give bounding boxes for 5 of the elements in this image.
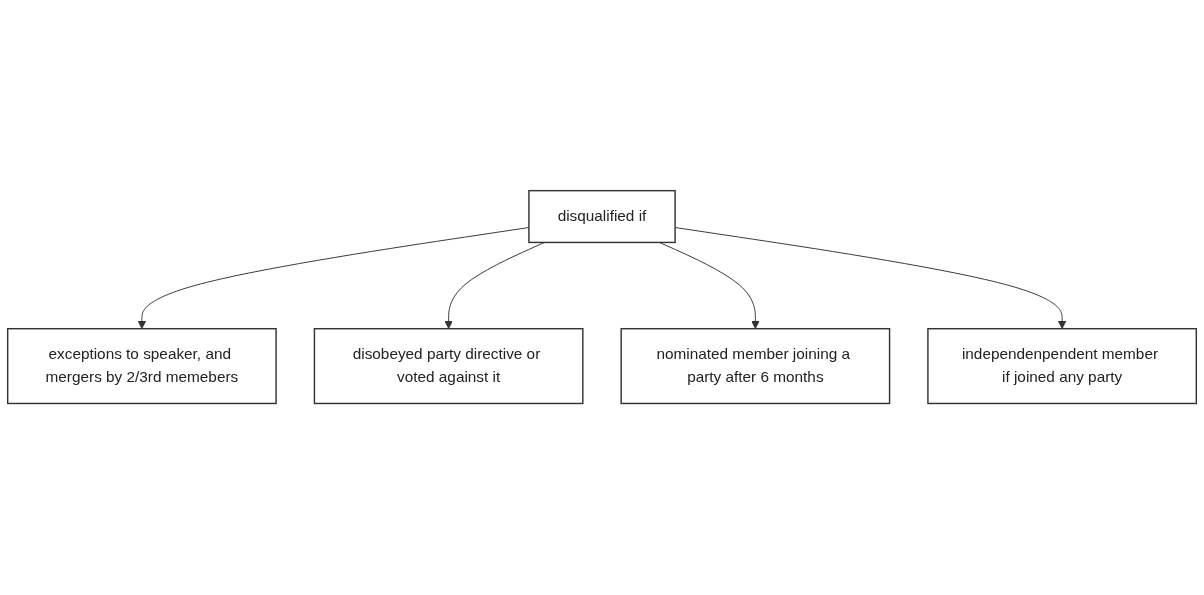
node-box: nominated member joining a party after 6 months	[620, 328, 891, 405]
node-box: disobeyed party directive or voted against it	[313, 328, 584, 405]
node-box: disqualified if	[528, 190, 676, 244]
node-box: independenpendent member if joined any party	[927, 328, 1198, 405]
node-box: exceptions to speaker, and mergers by 2/3rd memebers	[6, 328, 277, 405]
